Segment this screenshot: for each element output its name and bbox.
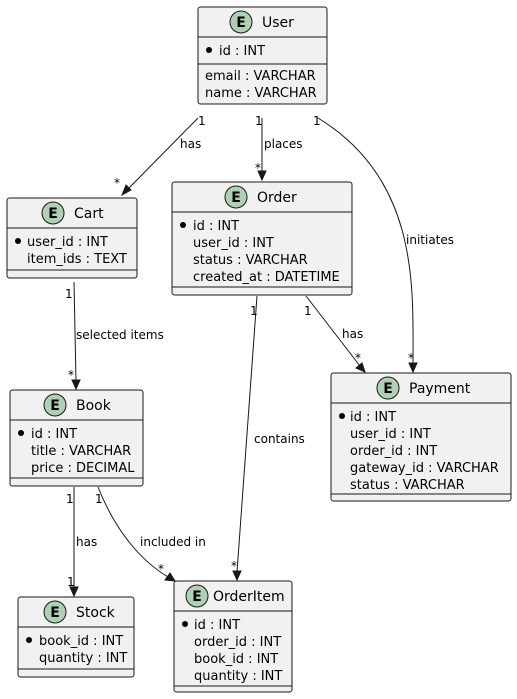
entity-badge-letter: E bbox=[236, 15, 246, 31]
attr-payment-user-id: user_id : INT bbox=[350, 427, 431, 442]
attr-payment-id: id : INT bbox=[350, 410, 396, 425]
entity-user[interactable]: E User id : INT email : VARCHAR name : V… bbox=[197, 6, 328, 105]
entity-badge-icon bbox=[43, 600, 67, 624]
entity-book[interactable]: E Book id : INT title : VARCHAR price : … bbox=[9, 389, 144, 487]
attr-payment-gateway-id: gateway_id : VARCHAR bbox=[350, 461, 499, 476]
arrowhead-user-order bbox=[257, 170, 267, 182]
entity-title-user: User bbox=[262, 15, 294, 31]
entity-stock[interactable]: E Stock book_id : INT quantity : INT bbox=[17, 596, 135, 678]
entity-badge-letter: E bbox=[231, 190, 241, 206]
attr-orderitem-order-id: order_id : INT bbox=[194, 635, 281, 650]
edge-book-orderitem bbox=[97, 486, 169, 578]
attr-user-name: name : VARCHAR bbox=[205, 86, 317, 101]
key-marker-icon bbox=[26, 637, 32, 643]
mult-user-payment-from: 1 bbox=[313, 114, 321, 128]
arrowhead-book-stock bbox=[69, 586, 79, 598]
attr-cart-user-id: user_id : INT bbox=[27, 235, 108, 250]
mult-user-order-to: * bbox=[255, 161, 261, 175]
entity-order[interactable]: E Order id : INT user_id : INT status : … bbox=[171, 181, 353, 296]
edge-cart-book bbox=[73, 281, 77, 382]
rel-label-user-cart: has bbox=[180, 137, 201, 151]
rel-label-order-payment: has bbox=[342, 327, 363, 341]
entity-title-book: Book bbox=[76, 398, 112, 414]
entity-badge-letter: E bbox=[48, 206, 58, 222]
mult-book-stock-from: 1 bbox=[66, 492, 74, 506]
mult-user-cart-to: * bbox=[114, 176, 120, 190]
attr-stock-quantity: quantity : INT bbox=[39, 651, 127, 666]
entity-title-cart: Cart bbox=[74, 206, 104, 222]
attr-cart-item-ids: item_ids : TEXT bbox=[27, 252, 127, 267]
entity-orderitem[interactable]: E OrderItem id : INT order_id : INT book… bbox=[173, 580, 293, 693]
edge-user-payment bbox=[317, 117, 414, 365]
key-marker-icon bbox=[339, 413, 345, 419]
entity-cart[interactable]: E Cart user_id : INT item_ids : TEXT bbox=[6, 197, 138, 279]
rel-label-book-orderitem: included in bbox=[140, 535, 206, 549]
edge-user-cart bbox=[126, 117, 199, 191]
attr-orderitem-quantity: quantity : INT bbox=[194, 669, 282, 684]
arrowhead-order-orderitem bbox=[232, 570, 242, 582]
key-marker-icon bbox=[206, 47, 212, 53]
entity-badge-letter: E bbox=[50, 398, 60, 414]
key-marker-icon bbox=[15, 238, 21, 244]
mult-book-stock-to: 1 bbox=[67, 575, 75, 589]
mult-user-order-from: 1 bbox=[255, 114, 263, 128]
entity-title-orderitem: OrderItem bbox=[213, 589, 285, 605]
mult-user-cart-from: 1 bbox=[198, 114, 206, 128]
rel-label-order-orderitem: contains bbox=[254, 432, 305, 446]
attr-orderitem-id: id : INT bbox=[194, 618, 240, 633]
mult-book-orderitem-from: 1 bbox=[95, 492, 103, 506]
mult-book-orderitem-to: * bbox=[158, 562, 164, 576]
arrowhead-user-cart bbox=[121, 184, 132, 197]
entity-title-order: Order bbox=[257, 190, 297, 206]
mult-user-payment-to: * bbox=[408, 351, 414, 365]
arrowhead-book-orderitem bbox=[164, 572, 176, 582]
attr-orderitem-book-id: book_id : INT bbox=[194, 652, 278, 667]
attr-order-id: id : INT bbox=[193, 219, 239, 234]
entity-badge-icon bbox=[224, 185, 248, 209]
entity-badge-icon bbox=[43, 393, 67, 417]
entity-badge-letter: E bbox=[383, 381, 393, 397]
arrowhead-order-payment bbox=[355, 362, 366, 373]
arrowhead-user-payment bbox=[408, 362, 418, 374]
entity-badge-letter: E bbox=[192, 589, 202, 605]
arrowhead-cart-book bbox=[71, 379, 81, 391]
rel-label-book-stock: has bbox=[76, 535, 97, 549]
mult-order-payment-from: 1 bbox=[304, 304, 312, 318]
mult-cart-book-to: * bbox=[68, 368, 74, 382]
key-marker-icon bbox=[18, 430, 24, 436]
key-marker-icon bbox=[182, 621, 188, 627]
entity-badge-letter: E bbox=[50, 605, 60, 621]
entity-badge-icon bbox=[41, 201, 65, 225]
edge-order-payment bbox=[305, 295, 361, 367]
mult-order-orderitem-to: * bbox=[231, 559, 237, 573]
key-marker-icon bbox=[180, 222, 186, 228]
attr-payment-order-id: order_id : INT bbox=[350, 444, 437, 459]
mult-cart-book-from: 1 bbox=[65, 287, 73, 301]
entity-title-stock: Stock bbox=[76, 605, 116, 621]
entity-badge-icon bbox=[376, 376, 400, 400]
attr-user-id: id : INT bbox=[219, 44, 265, 59]
edge-order-orderitem bbox=[236, 295, 258, 573]
entity-badge-icon bbox=[229, 10, 253, 34]
attr-book-price: price : DECIMAL bbox=[31, 461, 135, 476]
attr-stock-book-id: book_id : INT bbox=[39, 634, 123, 649]
entity-title-payment: Payment bbox=[409, 381, 471, 397]
attr-payment-status: status : VARCHAR bbox=[350, 478, 465, 493]
rel-label-user-payment: initiates bbox=[406, 233, 454, 247]
attr-order-status: status : VARCHAR bbox=[193, 253, 308, 268]
attr-book-id: id : INT bbox=[31, 427, 77, 442]
attr-order-user-id: user_id : INT bbox=[193, 236, 274, 251]
mult-order-payment-to: * bbox=[355, 351, 361, 365]
attr-order-created-at: created_at : DATETIME bbox=[193, 270, 340, 285]
attr-book-title: title : VARCHAR bbox=[31, 444, 131, 459]
entity-badge-icon bbox=[185, 584, 209, 608]
entity-payment[interactable]: E Payment id : INT user_id : INT order_i… bbox=[330, 372, 512, 502]
attr-user-email: email : VARCHAR bbox=[205, 69, 316, 84]
rel-label-cart-book: selected items bbox=[76, 328, 164, 342]
mult-order-orderitem-from: 1 bbox=[250, 304, 258, 318]
rel-label-user-order: places bbox=[264, 137, 303, 151]
